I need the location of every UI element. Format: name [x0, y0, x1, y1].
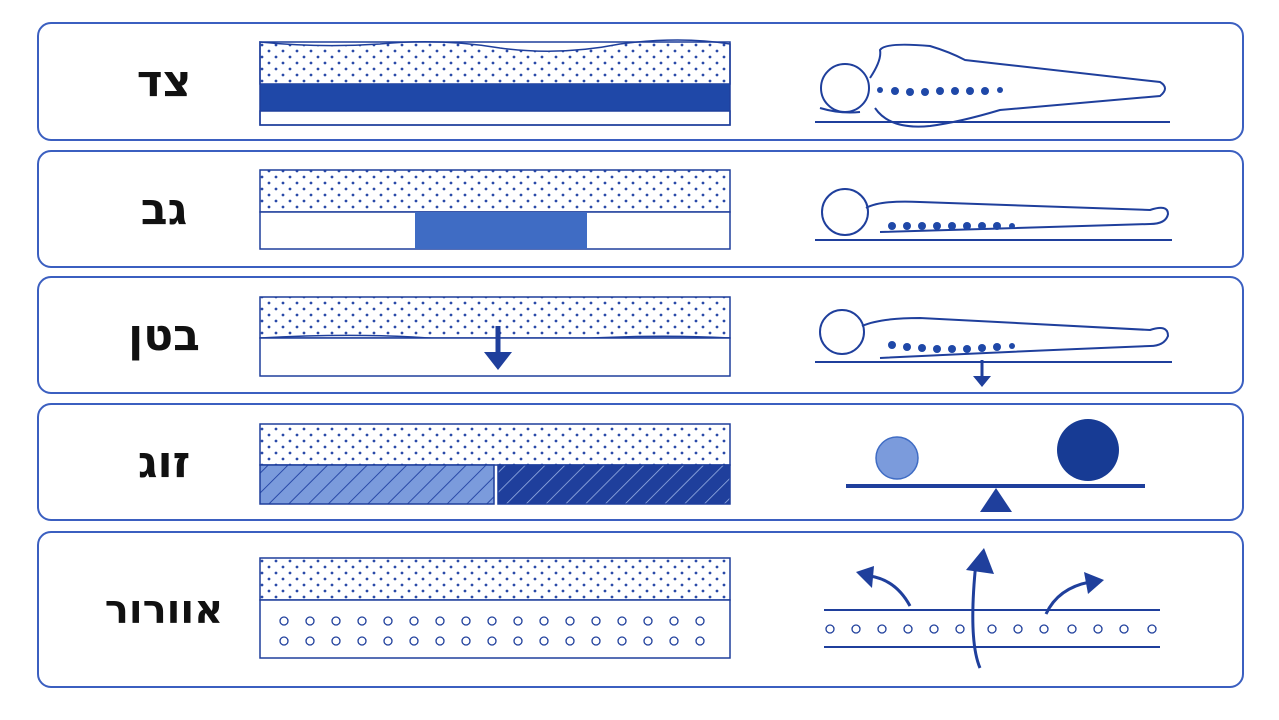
back-mattress-diagram	[259, 169, 731, 250]
row-label-ventilation: אוורור	[104, 586, 224, 633]
ventilation-mattress-diagram	[259, 557, 731, 659]
row-label-back: גב	[140, 183, 188, 235]
back-spine-dots	[888, 222, 1015, 230]
side-sleeper-figure	[815, 43, 1170, 128]
couple-mattress-diagram	[259, 423, 731, 505]
airflow-icon	[824, 548, 1160, 669]
stomach-sleeper-figure	[815, 309, 1172, 363]
row-label-stomach: בטן	[128, 309, 200, 361]
side-spine-dots	[877, 87, 1003, 96]
row-label-side: צד	[136, 56, 192, 107]
side-mattress-diagram	[259, 39, 731, 126]
stomach-spine-dots	[888, 341, 1015, 353]
balance-scale-icon	[846, 419, 1145, 512]
stomach-down-arrow-icon	[973, 360, 991, 387]
back-sleeper-figure	[815, 188, 1172, 241]
row-label-couple: זוג	[137, 436, 191, 488]
stomach-mattress-diagram	[259, 296, 731, 377]
